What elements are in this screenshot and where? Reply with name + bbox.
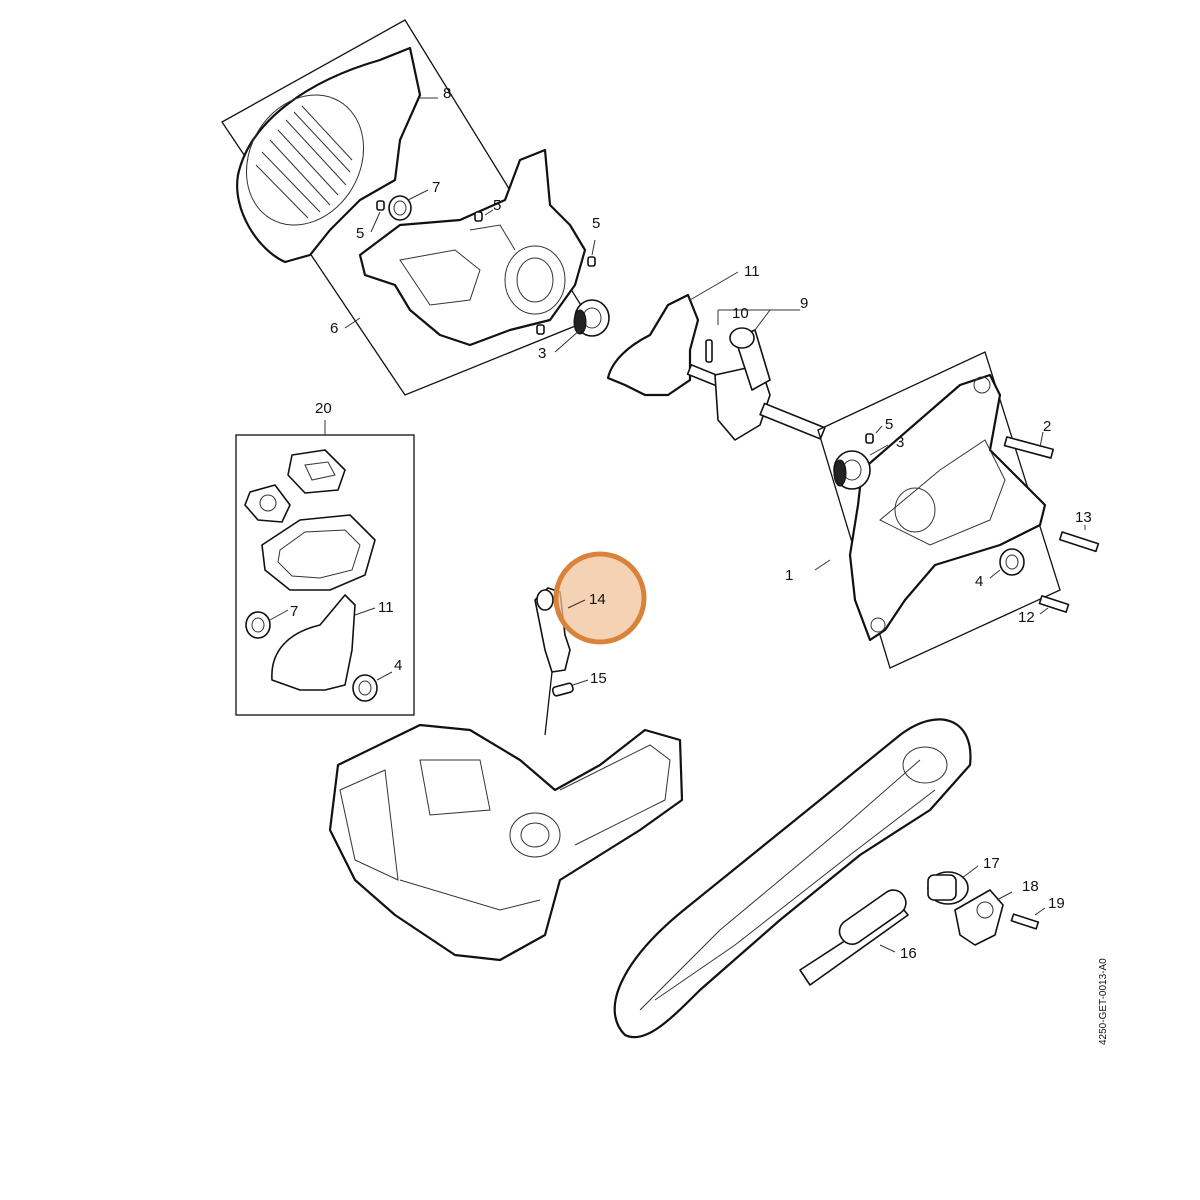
tensioner-cover-part[interactable] [954,889,1013,946]
label-part-5-right[interactable]: 5 [592,215,600,232]
crankcase-half-part[interactable] [358,148,587,347]
label-part-13[interactable]: 13 [1075,509,1092,526]
leaders-group-gaskets [269,607,393,681]
label-part-5-right-box[interactable]: 5 [885,416,893,433]
oil-seal-part-box[interactable] [245,611,271,639]
oil-seal-part-right[interactable] [999,548,1025,576]
gasket-crankcase-part-box[interactable] [271,594,356,691]
label-part-11-box[interactable]: 11 [378,599,394,616]
oil-seal-part-top[interactable] [388,195,412,221]
dowel-pin-right[interactable] [865,433,874,444]
label-part-9[interactable]: 9 [800,295,808,312]
label-part-5-left[interactable]: 5 [356,225,364,242]
label-part-5-top[interactable]: 5 [493,197,501,214]
main-housing-part[interactable] [328,723,684,962]
label-part-8[interactable]: 8 [443,85,451,102]
leaders-group-crankcase [344,97,596,353]
label-part-20[interactable]: 20 [315,400,332,417]
crankcase-right-part[interactable] [848,373,1047,642]
label-part-18[interactable]: 18 [1022,878,1039,895]
label-part-10[interactable]: 10 [732,305,749,322]
screw-part-12[interactable] [1038,595,1070,615]
label-part-3-top[interactable]: 3 [538,345,546,362]
ball-bearing-part-box[interactable] [352,674,378,702]
fan-housing-part[interactable] [223,46,422,264]
label-part-4-right[interactable]: 4 [975,573,983,590]
needle-bearing-part[interactable] [705,339,713,363]
chain-cover-part[interactable] [613,718,972,1039]
label-part-12[interactable]: 12 [1018,609,1035,626]
dowel-pins-top[interactable] [376,200,596,335]
part-labels: 8 7 5 5 5 6 3 11 10 9 20 5 3 2 13 4 1 12… [290,85,1092,962]
label-part-7-box[interactable]: 7 [290,603,298,620]
label-part-19[interactable]: 19 [1048,895,1065,912]
crankshaft-part[interactable] [686,309,826,441]
label-part-11-top[interactable]: 11 [744,263,760,280]
crankcase-gasket-part[interactable] [606,271,739,397]
screw-part-13[interactable] [1058,525,1100,553]
gasket-small-part[interactable] [244,484,291,523]
crankcase-housing-group [221,19,610,396]
cylinder-gasket-part[interactable] [261,514,376,591]
screw-part-19[interactable] [1010,907,1046,930]
tensioner-gear-part[interactable] [927,865,979,905]
leaders-group-right [814,425,1044,579]
crankcase-right-group [814,351,1061,669]
gasket-set-group [235,420,415,716]
gasket-exhaust-part[interactable] [287,449,346,494]
label-part-17[interactable]: 17 [983,855,1000,872]
label-part-1[interactable]: 1 [785,567,793,584]
label-part-14[interactable]: 14 [589,591,606,608]
highlight-circle-14[interactable] [553,551,647,645]
label-part-7-top[interactable]: 7 [432,179,440,196]
label-part-4-box[interactable]: 4 [394,657,402,674]
label-part-15[interactable]: 15 [590,670,607,687]
ball-bearing-part-right[interactable] [833,450,871,490]
label-part-16[interactable]: 16 [900,945,917,962]
document-code: 4250-GET-0013-A0 [1098,958,1109,1045]
stud-part[interactable] [1003,436,1055,459]
oil-pickup-part[interactable] [551,679,589,697]
label-part-3-right[interactable]: 3 [896,434,904,451]
tensioner-bar-part[interactable] [799,885,911,986]
label-part-2[interactable]: 2 [1043,418,1051,435]
label-part-6[interactable]: 6 [330,320,338,337]
ball-bearing-part-top[interactable] [573,299,610,337]
